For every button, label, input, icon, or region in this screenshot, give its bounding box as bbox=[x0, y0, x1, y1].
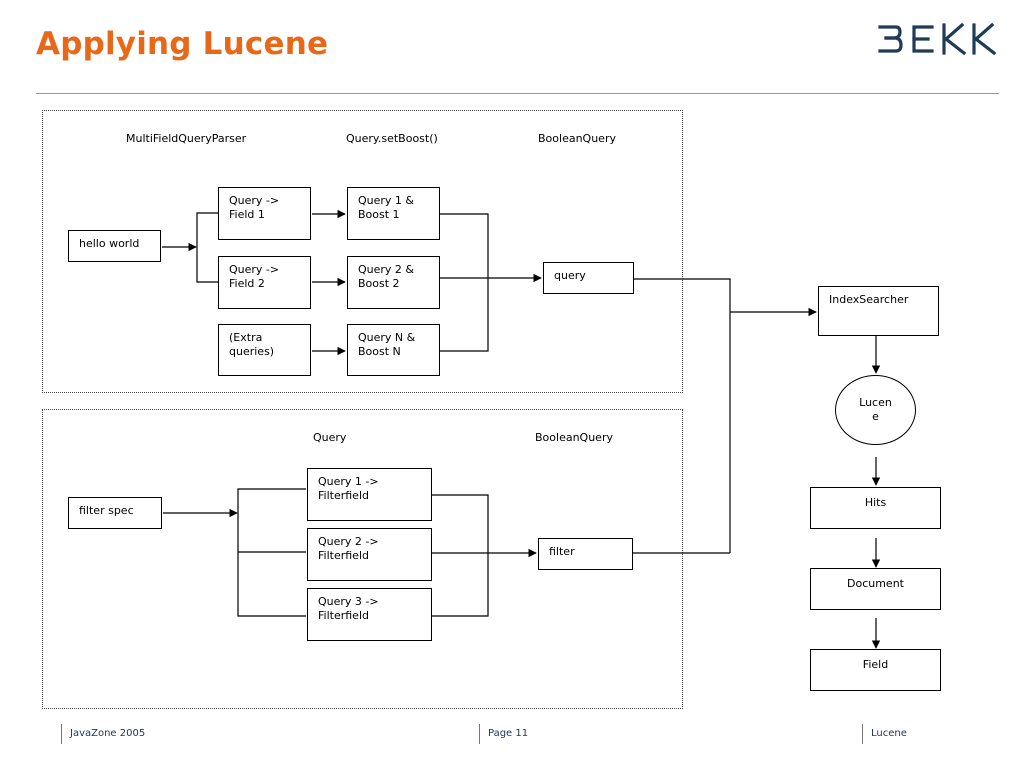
field-query-2: Query -> Field 2 bbox=[218, 256, 311, 309]
footer-event: JavaZone 2005 bbox=[61, 724, 145, 744]
header-multifieldqueryparser: MultiFieldQueryParser bbox=[126, 132, 247, 145]
header-setboost: Query.setBoost() bbox=[346, 132, 438, 145]
document-box: Document bbox=[810, 568, 941, 610]
boosted-query-1: Query 1 & Boost 1 bbox=[347, 187, 440, 240]
field-box: Field bbox=[810, 649, 941, 691]
bekk-logo bbox=[876, 22, 997, 60]
header-booleanquery-bottom: BooleanQuery bbox=[535, 431, 613, 444]
title-divider bbox=[36, 93, 999, 94]
header-query: Query bbox=[313, 431, 347, 444]
output-filter: filter bbox=[538, 538, 633, 570]
filter-query-1: Query 1 -> Filterfield bbox=[307, 468, 432, 521]
field-query-1: Query -> Field 1 bbox=[218, 187, 311, 240]
field-query-extra: (Extra queries) bbox=[218, 324, 311, 376]
query-panel bbox=[42, 110, 683, 393]
header-booleanquery-top: BooleanQuery bbox=[538, 132, 616, 145]
index-searcher: IndexSearcher bbox=[818, 286, 939, 336]
input-filter-spec: filter spec bbox=[68, 497, 162, 529]
footer-page-number: Page 11 bbox=[479, 724, 528, 744]
filter-query-2: Query 2 -> Filterfield bbox=[307, 528, 432, 581]
boosted-query-n: Query N & Boost N bbox=[347, 324, 440, 376]
lucene-engine: Lucen e bbox=[835, 375, 916, 445]
boosted-query-2: Query 2 & Boost 2 bbox=[347, 256, 440, 309]
hits-box: Hits bbox=[810, 487, 941, 529]
slide-title: Applying Lucene bbox=[36, 26, 329, 62]
filter-panel bbox=[42, 409, 683, 709]
output-query: query bbox=[543, 262, 634, 294]
footer-topic: Lucene bbox=[862, 724, 907, 744]
filter-query-3: Query 3 -> Filterfield bbox=[307, 588, 432, 641]
input-hello-world: hello world bbox=[68, 230, 161, 262]
